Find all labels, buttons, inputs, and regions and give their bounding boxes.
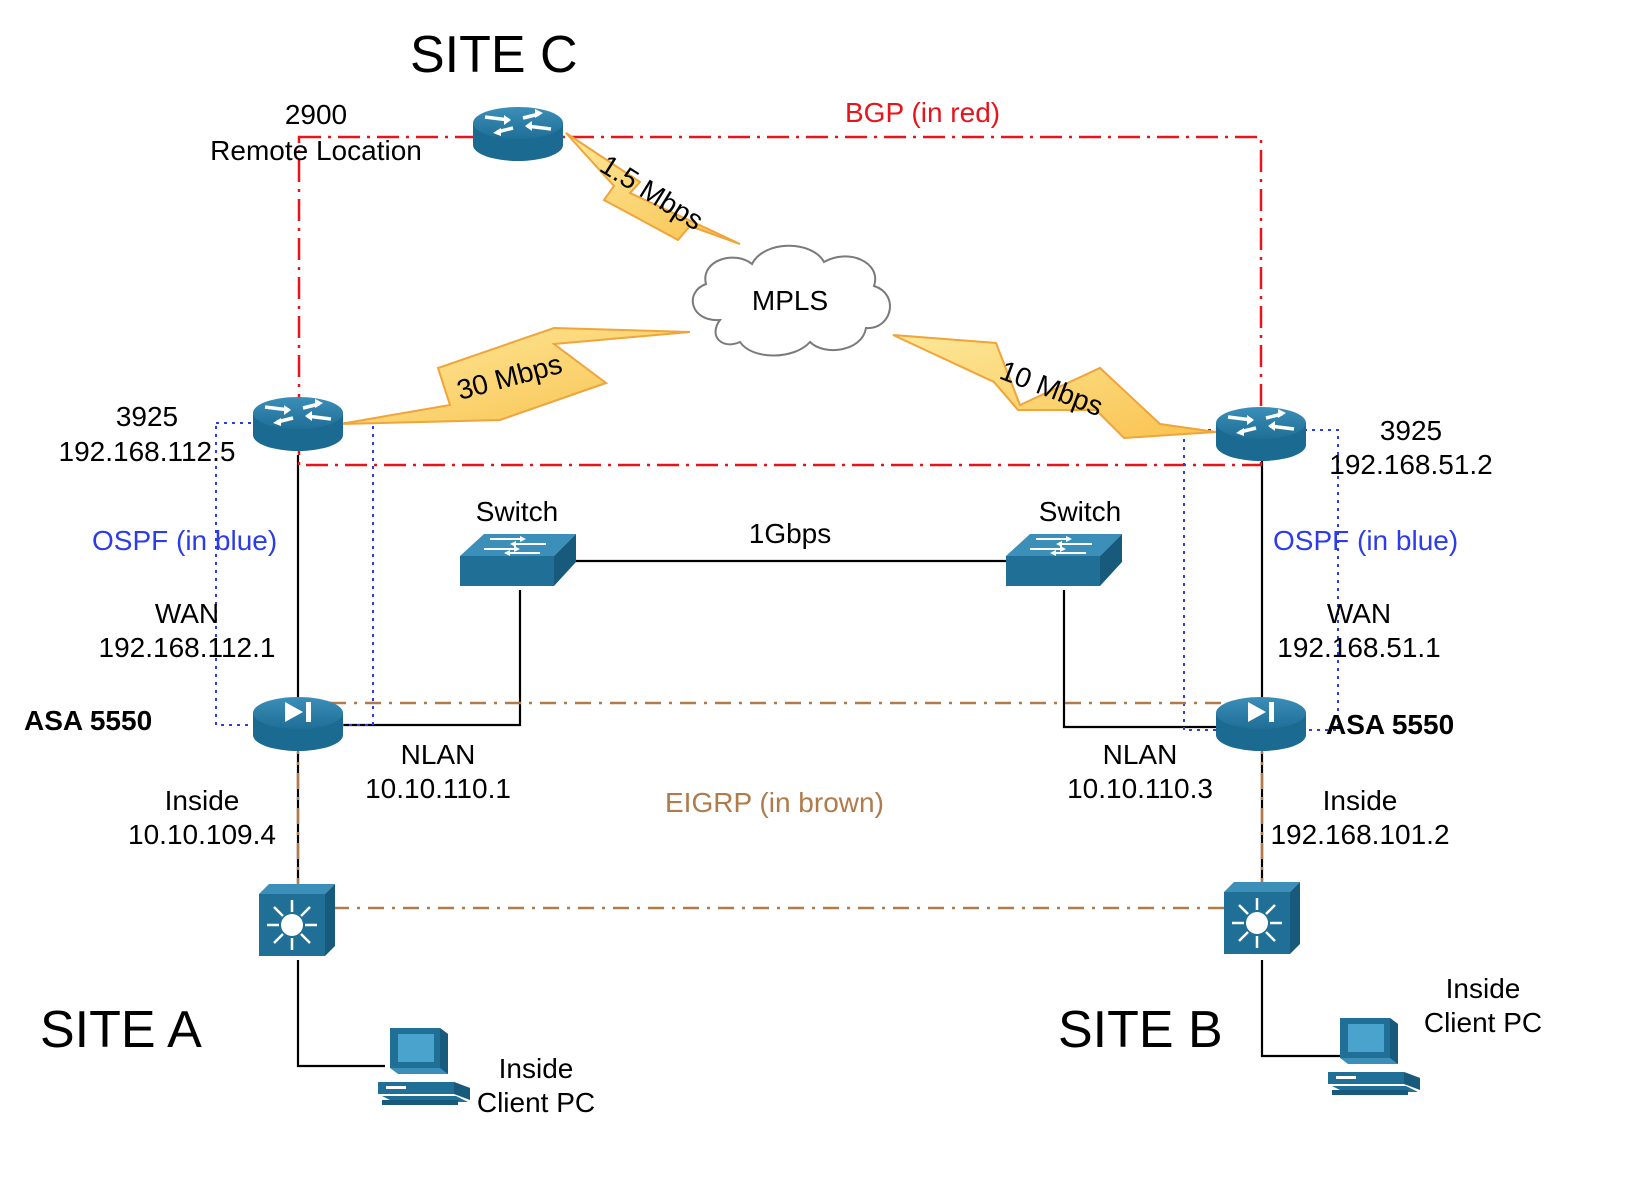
inside-a-ip: 10.10.109.4 xyxy=(128,819,276,850)
link-asa-b-switch-b xyxy=(1062,590,1222,729)
router-icon xyxy=(1214,405,1308,463)
switch-a-label: Switch xyxy=(476,496,558,527)
inside-b-label: Inside xyxy=(1323,785,1398,816)
router-a-ip: 192.168.112.5 xyxy=(59,436,236,467)
nlan-b-label: NLAN xyxy=(1103,739,1178,770)
switch-icon xyxy=(1005,533,1123,587)
bolt-c-mpls xyxy=(565,132,741,245)
layer3-switch-icon xyxy=(1222,880,1302,956)
firewall-icon xyxy=(1216,697,1306,751)
cloud-icon xyxy=(691,244,891,357)
asa-b-label: ASA 5550 xyxy=(1326,709,1454,740)
wan-b-ip: 192.168.51.1 xyxy=(1277,632,1441,663)
mpls-label: MPLS xyxy=(752,285,828,316)
link-switches-speed: 1Gbps xyxy=(749,518,832,549)
switch-icon xyxy=(459,533,577,587)
wan-b-label: WAN xyxy=(1327,598,1391,629)
layer3-switch-icon xyxy=(257,882,337,958)
router-c-location: Remote Location xyxy=(210,135,422,166)
legend-eigrp: EIGRP (in brown) xyxy=(665,787,884,818)
router-c-model: 2900 xyxy=(285,99,347,130)
router-b-ip: 192.168.51.2 xyxy=(1329,449,1493,480)
computer-icon xyxy=(378,1028,470,1105)
link-l3switch-a-pc-a xyxy=(296,960,385,1068)
nlan-a-ip: 10.10.110.1 xyxy=(365,773,511,804)
switch-b-label: Switch xyxy=(1039,496,1121,527)
site-c-title: SITE C xyxy=(410,26,578,84)
router-b-model: 3925 xyxy=(1380,415,1442,446)
pc-b-label-line1: Inside xyxy=(1446,973,1521,1004)
nlan-b-ip: 10.10.110.3 xyxy=(1067,773,1213,804)
router-a-model: 3925 xyxy=(116,401,178,432)
link-asa-a-switch-a xyxy=(330,590,522,727)
wan-a-ip: 192.168.112.1 xyxy=(99,632,276,663)
router-icon xyxy=(471,105,565,163)
link-b-mpls-speed: 10 Mbps xyxy=(996,355,1107,422)
site-b-title: SITE B xyxy=(1058,1001,1223,1059)
site-a-title: SITE A xyxy=(40,1001,202,1059)
ospf-area-a xyxy=(215,422,374,726)
bgp-area xyxy=(297,135,1263,467)
legend-bgp: BGP (in red) xyxy=(845,97,1000,128)
asa-a-label: ASA 5550 xyxy=(24,705,152,736)
pc-a-label-line1: Inside xyxy=(499,1053,574,1084)
firewall-icon xyxy=(253,697,343,751)
inside-b-ip: 192.168.101.2 xyxy=(1270,819,1449,850)
legend-ospf-b: OSPF (in blue) xyxy=(1273,525,1458,556)
router-icon xyxy=(251,395,345,453)
link-l3switch-b-pc-b xyxy=(1260,960,1340,1058)
legend-ospf-a: OSPF (in blue) xyxy=(92,525,277,556)
pc-a-label-line2: Client PC xyxy=(477,1087,595,1118)
computer-icon xyxy=(1328,1018,1420,1095)
inside-a-label: Inside xyxy=(165,785,240,816)
pc-b-label-line2: Client PC xyxy=(1424,1007,1542,1038)
nlan-a-label: NLAN xyxy=(401,739,476,770)
wan-a-label: WAN xyxy=(155,598,219,629)
